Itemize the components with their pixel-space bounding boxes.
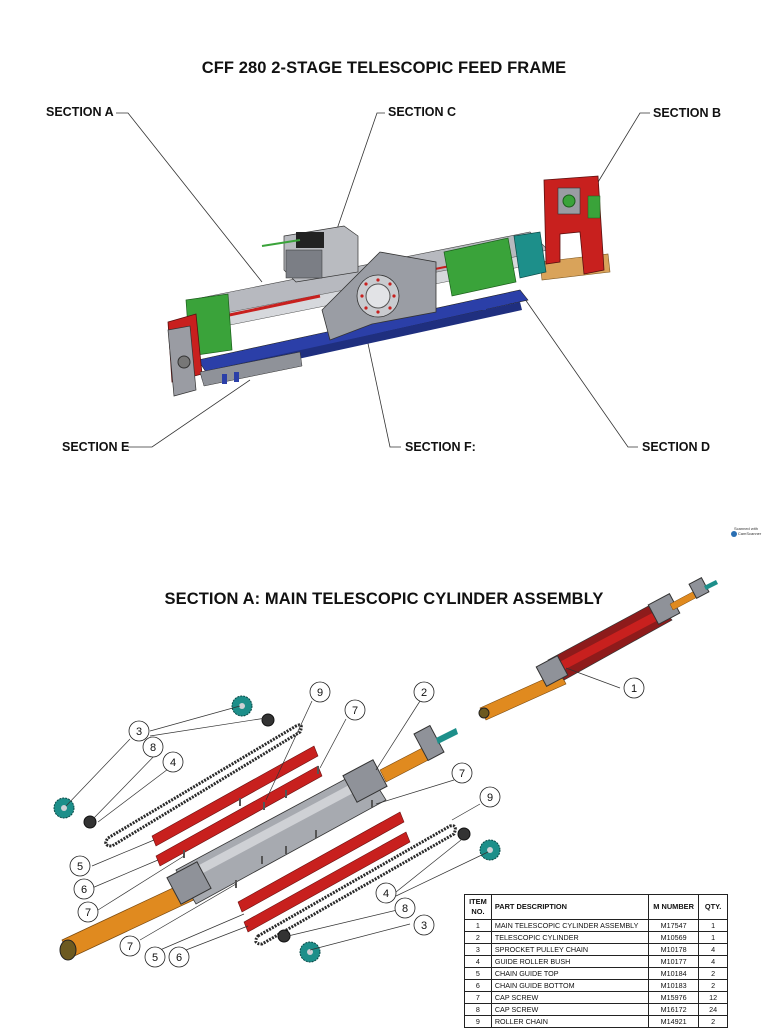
qty: 24 [698, 1003, 728, 1016]
scanner-line-2: CamScanner [737, 531, 762, 537]
camscanner-icon [730, 531, 737, 537]
section-leader-lines [116, 112, 650, 448]
callout-7: 7 [127, 941, 133, 953]
table-row: 4 GUIDE ROLLER BUSH M10177 4 [464, 955, 728, 968]
callout-4: 4 [383, 888, 389, 900]
table-row: 8 CAP SCREW M16172 24 [464, 1003, 728, 1016]
callout-numbers: 1 2 9 7 7 9 3 8 4 5 6 7 7 5 6 4 8 3 [77, 683, 637, 964]
qty: 4 [698, 943, 728, 956]
callout-9: 9 [317, 687, 323, 699]
callout-7: 7 [459, 768, 465, 780]
assembled-cylinder-item-1 [478, 576, 718, 721]
callout-7: 7 [85, 907, 91, 919]
label-section-d: SECTION D [642, 440, 711, 454]
table-row: 5 CHAIN GUIDE TOP M10184 2 [464, 967, 728, 980]
callout-1: 1 [631, 683, 637, 695]
qty: 4 [698, 955, 728, 968]
qty: 2 [698, 1015, 728, 1028]
m-number: M16172 [647, 1003, 700, 1016]
table-row: 6 CHAIN GUIDE BOTTOM M10183 2 [464, 979, 728, 992]
part-description: ROLLER CHAIN [490, 1015, 649, 1028]
section-a-title: SECTION A: MAIN TELESCOPIC CYLINDER ASSE… [164, 590, 604, 608]
item-no: 5 [464, 967, 492, 980]
chain-guides [151, 745, 411, 933]
label-section-b: SECTION B [653, 106, 722, 120]
m-number: M15976 [647, 991, 700, 1004]
scanner-line-1: Scanned with [733, 526, 758, 531]
label-section-a: SECTION A [46, 105, 114, 119]
m-number: M10569 [647, 931, 700, 944]
callout-7: 7 [352, 705, 358, 717]
parts-table: ITEM NO. PART DESCRIPTION M NUMBER QTY. … [464, 894, 728, 1028]
qty: 1 [698, 931, 728, 944]
callout-2: 2 [421, 687, 427, 699]
feed-frame-drawing [116, 112, 650, 448]
item-no: 6 [464, 979, 492, 992]
callout-6: 6 [176, 952, 182, 964]
table-row: 3 SPROCKET PULLEY CHAIN M10178 4 [464, 943, 728, 956]
header-qty: QTY. [698, 894, 728, 920]
guide-roller-bushes [83, 713, 471, 943]
part-description: CAP SCREW [490, 991, 649, 1004]
callout-3: 3 [421, 920, 427, 932]
table-row: 2 TELESCOPIC CYLINDER M10569 1 [464, 931, 728, 944]
label-section-e: SECTION E [62, 440, 130, 454]
m-number: M14921 [647, 1015, 700, 1028]
part-description: CHAIN GUIDE BOTTOM [490, 979, 649, 992]
parts-table-header: ITEM NO. PART DESCRIPTION M NUMBER QTY. [464, 894, 728, 920]
item-no: 8 [464, 1003, 492, 1016]
m-number: M10178 [647, 943, 700, 956]
callout-3: 3 [136, 726, 142, 738]
m-number: M10177 [647, 955, 700, 968]
callout-9: 9 [487, 792, 493, 804]
m-number: M10184 [647, 967, 700, 980]
qty: 2 [698, 967, 728, 980]
header-part-description: PART DESCRIPTION [490, 894, 649, 920]
table-row: 7 CAP SCREW M15976 12 [464, 991, 728, 1004]
item-no: 7 [464, 991, 492, 1004]
part-description: MAIN TELESCOPIC CYLINDER ASSEMBLY [490, 919, 649, 932]
table-row: 1 MAIN TELESCOPIC CYLINDER ASSEMBLY M175… [464, 919, 728, 932]
callout-8: 8 [150, 742, 156, 754]
callout-5: 5 [152, 952, 158, 964]
header-m-number: M NUMBER [647, 894, 700, 920]
callout-8: 8 [402, 903, 408, 915]
callout-5: 5 [77, 861, 83, 873]
item-no: 3 [464, 943, 492, 956]
part-description: CHAIN GUIDE TOP [490, 967, 649, 980]
part-description: SPROCKET PULLEY CHAIN [490, 943, 649, 956]
roller-chains [104, 723, 457, 946]
sprockets [53, 695, 501, 963]
qty: 2 [698, 979, 728, 992]
qty: 12 [698, 991, 728, 1004]
label-section-f: SECTION F: [405, 440, 476, 454]
table-row: 9 ROLLER CHAIN M14921 2 [464, 1015, 728, 1028]
part-description: TELESCOPIC CYLINDER [490, 931, 649, 944]
callout-leaders [65, 667, 621, 951]
item-no: 9 [464, 1015, 492, 1028]
part-description: GUIDE ROLLER BUSH [490, 955, 649, 968]
header-item-no: ITEM NO. [464, 894, 492, 920]
telescopic-cylinder-item-2 [59, 724, 458, 961]
qty: 1 [698, 919, 728, 932]
callout-balloons [69, 677, 645, 968]
item-no: 4 [464, 955, 492, 968]
item-no: 1 [464, 919, 492, 932]
m-number: M10183 [647, 979, 700, 992]
part-description: CAP SCREW [490, 1003, 649, 1016]
scanner-watermark: Scanned with CamScanner [729, 526, 763, 540]
page-title: CFF 280 2-STAGE TELESCOPIC FEED FRAME [201, 59, 567, 77]
label-section-c: SECTION C [388, 105, 457, 119]
callout-4: 4 [170, 757, 176, 769]
m-number: M17547 [647, 919, 700, 932]
item-no: 2 [464, 931, 492, 944]
callout-6: 6 [81, 884, 87, 896]
